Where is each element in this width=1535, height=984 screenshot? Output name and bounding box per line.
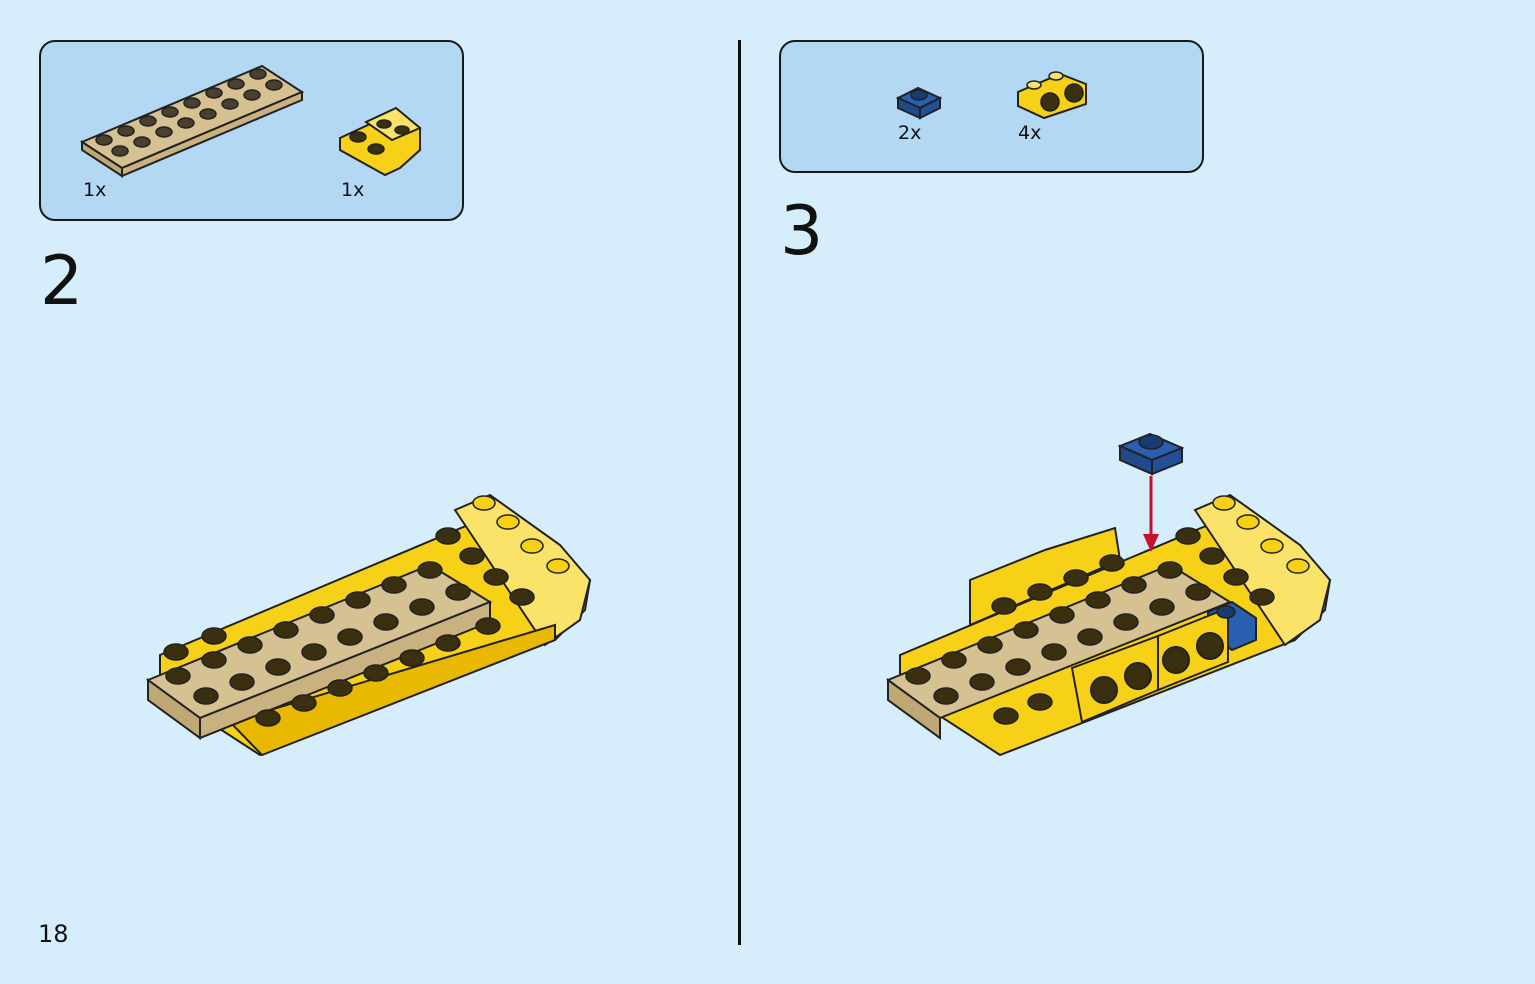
step-number-3: 3	[780, 192, 824, 271]
blue-plate-falling-icon	[1117, 432, 1185, 476]
blue-plate-1x1-icon	[895, 86, 943, 120]
yellow-bracket-1x2-icon	[1017, 71, 1087, 120]
part-qty-blue-plate: 2x	[898, 122, 922, 144]
part-qty-tan-plate: 1x	[83, 179, 107, 201]
part-qty-yellow-bracket: 4x	[1018, 122, 1042, 144]
page-number: 18	[38, 920, 69, 948]
page-divider	[738, 40, 741, 945]
part-qty-yellow-slope: 1x	[341, 179, 365, 201]
tan-plate-2x8-icon	[79, 64, 305, 178]
placement-arrow-icon	[1143, 476, 1159, 552]
parts-box-step-3: 2x 4x	[779, 40, 1204, 173]
yellow-curved-slope-icon	[339, 106, 422, 177]
step-number-2: 2	[40, 242, 84, 321]
